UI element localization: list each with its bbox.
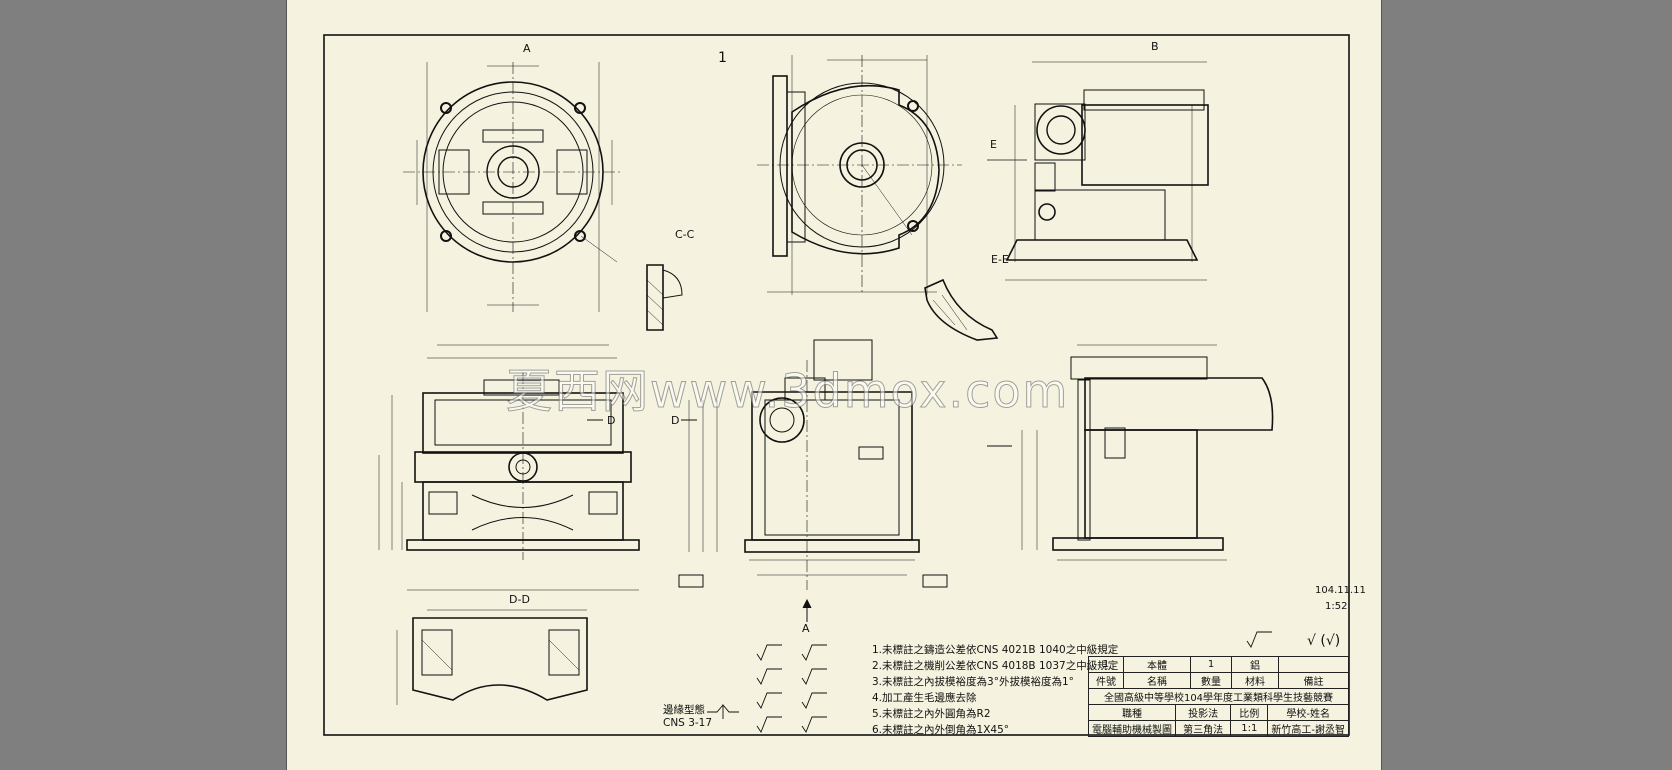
cell-remark — [1278, 656, 1349, 673]
cell-quantity: 1 — [1190, 656, 1232, 673]
header-part-no: 件號 — [1088, 672, 1124, 689]
value-trade: 電腦輔助機械製圖 — [1088, 720, 1176, 737]
view-bottom-right — [987, 344, 1274, 561]
cell-material: 鋁 — [1231, 656, 1279, 673]
edge-shape-standard: CNS 3-17 — [663, 717, 713, 729]
header-trade: 職種 — [1088, 704, 1176, 721]
section-label-dd: D-D — [509, 593, 530, 606]
value-scale: 1:1 — [1230, 720, 1269, 737]
header-projection: 投影法 — [1174, 704, 1232, 721]
general-surface-mark: √ (√) — [1307, 633, 1341, 649]
note-4: 4.加工產生毛邊應去除 — [872, 692, 977, 704]
note-6: 6.未標註之內外倒角為1X45° — [872, 724, 1010, 736]
view-bottom-middle — [678, 339, 948, 622]
header-material: 材料 — [1231, 672, 1279, 689]
competition-title: 全國高級中等學校104學年度工業類科學生技藝競賽 — [1088, 688, 1349, 705]
header-scale: 比例 — [1230, 704, 1269, 721]
cell-part-no: 1 — [1088, 656, 1124, 673]
view-a-front — [403, 62, 623, 312]
drawing-sheet: A B 1 C-C E-E D-D A D D E 104.11.11 1:52… — [286, 0, 1382, 770]
surface-finish-symbols — [707, 631, 1272, 733]
cell-part-name: 本體 — [1123, 656, 1191, 673]
section-label-ee: E-E — [991, 253, 1009, 266]
title-row-headers: 件號 名稱 數量 材料 備註 — [1088, 672, 1349, 689]
view-bottom-left — [378, 344, 697, 591]
section-dd — [396, 609, 588, 705]
header-school-name: 學校-姓名 — [1267, 704, 1349, 721]
title-row-part: 1 本體 1 鋁 — [1088, 656, 1349, 673]
note-5: 5.未標註之內外圓角為R2 — [872, 708, 991, 720]
header-remark: 備註 — [1278, 672, 1349, 689]
section-label-cc: C-C — [675, 228, 695, 241]
arrow-label-e: E — [990, 138, 997, 151]
arrow-label-d-left: D — [607, 414, 616, 427]
view-top-middle — [757, 55, 962, 295]
scale-note: 1:52 — [1325, 601, 1348, 612]
header-name: 名稱 — [1123, 672, 1191, 689]
watermark: 夏西网www.3dmox.com — [505, 364, 1070, 419]
note-1: 1.未標註之鑄造公差依CNS 4021B 1040之中級規定 — [872, 644, 1119, 656]
technical-drawing — [323, 34, 1350, 736]
section-cc — [646, 264, 683, 331]
view-label-b: B — [1151, 40, 1159, 53]
header-quantity: 數量 — [1190, 672, 1232, 689]
title-row-competition: 全國高級中等學校104學年度工業類科學生技藝競賽 — [1088, 688, 1349, 705]
section-ee — [924, 278, 999, 341]
view-b-side — [987, 61, 1209, 281]
date-label: 104.11.11 — [1315, 585, 1366, 596]
arrow-label-d-right: D — [671, 414, 680, 427]
edge-shape-title: 邊緣型態 — [663, 704, 705, 716]
title-row-info-values: 電腦輔助機械製圖 第三角法 1:1 新竹高工-謝丞智 — [1088, 720, 1349, 737]
note-3: 3.未標註之內拔模裕度為3°外拔模裕度為1° — [872, 676, 1074, 688]
title-block: 1 本體 1 鋁 件號 名稱 數量 材料 備註 — [1088, 656, 1349, 689]
arrow-label-a: A — [802, 622, 810, 635]
view-label-a: A — [523, 42, 531, 55]
title-row-info-headers: 職種 投影法 比例 學校-姓名 — [1088, 704, 1349, 721]
drawing-frame — [323, 34, 1350, 736]
value-projection: 第三角法 — [1174, 720, 1232, 737]
value-school-name: 新竹高工-謝丞智 — [1267, 720, 1349, 737]
title-block-lower: 全國高級中等學校104學年度工業類科學生技藝競賽 職種 投影法 比例 學校-姓名… — [1088, 688, 1349, 737]
sheet-number: 1 — [718, 50, 727, 66]
note-2: 2.未標註之機削公差依CNS 4018B 1037之中級規定 — [872, 660, 1119, 672]
